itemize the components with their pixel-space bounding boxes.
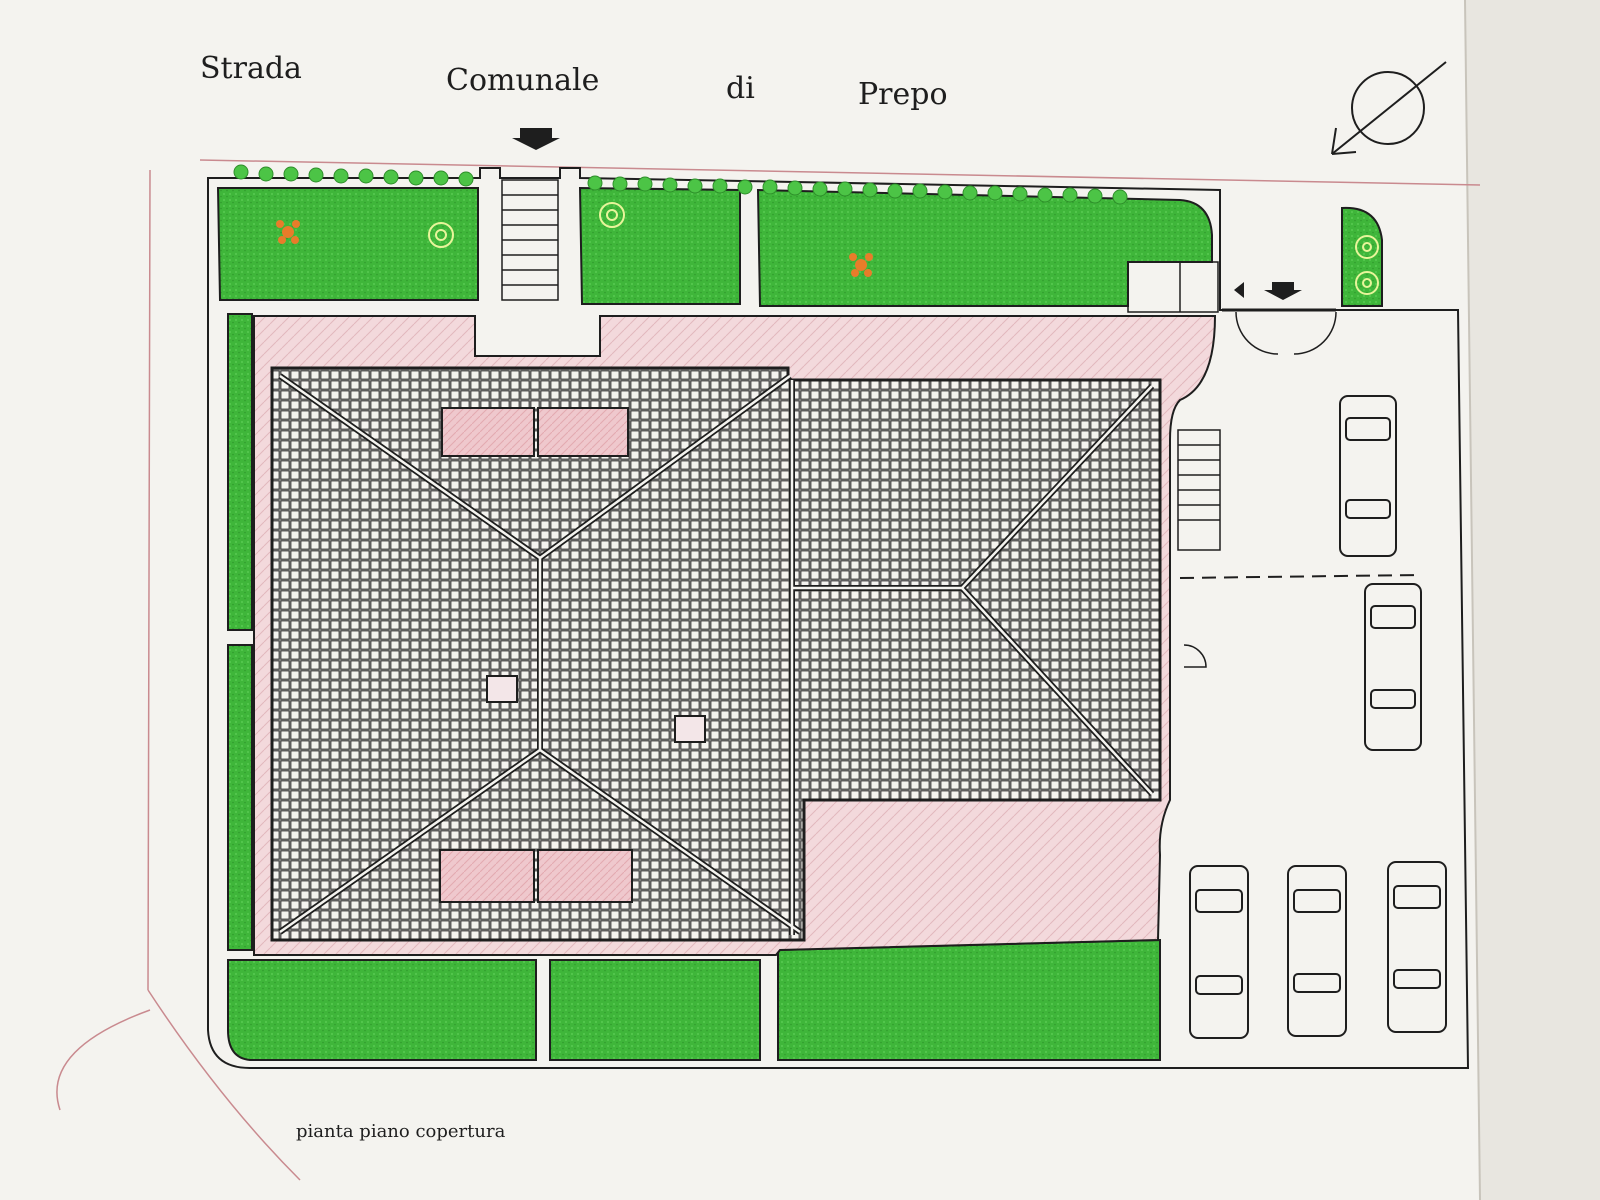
car-icon xyxy=(1364,583,1422,751)
entrance-arrow-icon xyxy=(512,128,560,150)
shrub-icon xyxy=(276,220,300,244)
tree-icon xyxy=(1355,271,1379,295)
hedge-row xyxy=(233,164,1128,205)
vehicle-gate xyxy=(1127,261,1337,355)
skylight xyxy=(441,407,629,457)
entrance-arrow-icon xyxy=(1234,282,1244,298)
tree-icon xyxy=(599,202,625,228)
chimney xyxy=(486,675,518,703)
parking-divider xyxy=(1179,574,1421,579)
roof-plan xyxy=(270,366,1162,942)
street-word-3: di xyxy=(726,71,755,106)
side-door xyxy=(1183,644,1207,668)
skylight xyxy=(439,849,633,903)
ramp xyxy=(1177,429,1221,551)
property-boundary xyxy=(56,159,1481,1181)
tree-icon xyxy=(1355,235,1379,259)
car-icon xyxy=(1387,861,1447,1033)
street-word-4: Prepo xyxy=(858,77,948,112)
street-word-2: Comunale xyxy=(446,63,599,98)
site-outline xyxy=(207,167,1470,1069)
car-icon xyxy=(1339,395,1397,557)
drawing-caption: pianta piano copertura xyxy=(296,1121,506,1142)
shrub-icon xyxy=(849,253,873,277)
entrance-stairs xyxy=(501,179,559,301)
chimney xyxy=(674,715,706,743)
street-word-1: Strada xyxy=(200,51,302,86)
car-icon xyxy=(1189,865,1249,1039)
north-arrow-icon xyxy=(1331,61,1447,155)
entrance-arrow-icon xyxy=(1264,282,1302,300)
car-icon xyxy=(1287,865,1347,1037)
tree-icon xyxy=(428,222,454,248)
